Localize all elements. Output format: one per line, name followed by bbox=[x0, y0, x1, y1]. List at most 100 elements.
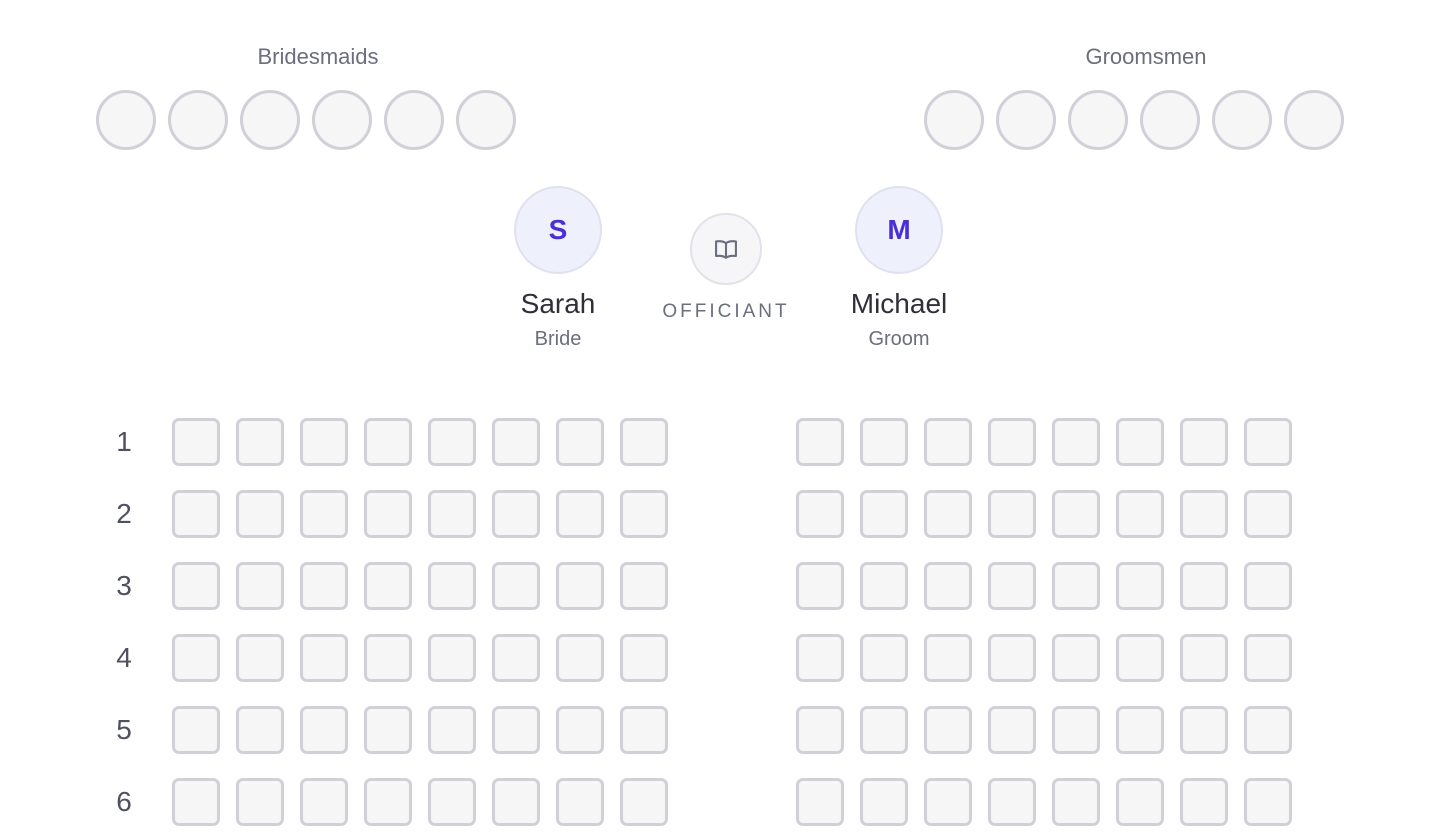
seat[interactable] bbox=[924, 418, 972, 466]
seat[interactable] bbox=[556, 634, 604, 682]
seat[interactable] bbox=[492, 418, 540, 466]
seat[interactable] bbox=[860, 706, 908, 754]
seat[interactable] bbox=[236, 778, 284, 826]
seat[interactable] bbox=[556, 706, 604, 754]
seat[interactable] bbox=[1180, 490, 1228, 538]
seat[interactable] bbox=[796, 418, 844, 466]
seat[interactable] bbox=[172, 778, 220, 826]
bridesmaid-slot[interactable] bbox=[384, 90, 444, 150]
seat[interactable] bbox=[988, 778, 1036, 826]
groomsman-slot[interactable] bbox=[924, 90, 984, 150]
seat[interactable] bbox=[556, 418, 604, 466]
seat[interactable] bbox=[364, 490, 412, 538]
seat[interactable] bbox=[364, 778, 412, 826]
seat[interactable] bbox=[988, 490, 1036, 538]
bridesmaid-slot[interactable] bbox=[312, 90, 372, 150]
seat[interactable] bbox=[1052, 706, 1100, 754]
seat[interactable] bbox=[924, 778, 972, 826]
seat[interactable] bbox=[1180, 418, 1228, 466]
seat[interactable] bbox=[556, 562, 604, 610]
seat[interactable] bbox=[620, 562, 668, 610]
seat[interactable] bbox=[924, 706, 972, 754]
seat[interactable] bbox=[428, 778, 476, 826]
seat[interactable] bbox=[364, 706, 412, 754]
seat[interactable] bbox=[1116, 418, 1164, 466]
bride-avatar[interactable]: S bbox=[514, 186, 602, 274]
seat[interactable] bbox=[428, 562, 476, 610]
seat[interactable] bbox=[428, 418, 476, 466]
seat[interactable] bbox=[492, 706, 540, 754]
seat[interactable] bbox=[492, 490, 540, 538]
seat[interactable] bbox=[300, 418, 348, 466]
seat[interactable] bbox=[924, 490, 972, 538]
groomsman-slot[interactable] bbox=[1140, 90, 1200, 150]
seat[interactable] bbox=[1244, 634, 1292, 682]
seat[interactable] bbox=[236, 706, 284, 754]
seat[interactable] bbox=[1244, 490, 1292, 538]
bridesmaid-slot[interactable] bbox=[456, 90, 516, 150]
seat[interactable] bbox=[860, 418, 908, 466]
seat[interactable] bbox=[1116, 490, 1164, 538]
seat[interactable] bbox=[796, 490, 844, 538]
seat[interactable] bbox=[1052, 490, 1100, 538]
seat[interactable] bbox=[1244, 778, 1292, 826]
seat[interactable] bbox=[1180, 706, 1228, 754]
seat[interactable] bbox=[620, 490, 668, 538]
seat[interactable] bbox=[492, 634, 540, 682]
seat[interactable] bbox=[236, 418, 284, 466]
seat[interactable] bbox=[172, 634, 220, 682]
seat[interactable] bbox=[172, 418, 220, 466]
seat[interactable] bbox=[860, 562, 908, 610]
seat[interactable] bbox=[1116, 634, 1164, 682]
seat[interactable] bbox=[236, 634, 284, 682]
seat[interactable] bbox=[428, 634, 476, 682]
seat[interactable] bbox=[364, 562, 412, 610]
seat[interactable] bbox=[300, 778, 348, 826]
seat[interactable] bbox=[860, 778, 908, 826]
seat[interactable] bbox=[1244, 418, 1292, 466]
seat[interactable] bbox=[364, 634, 412, 682]
groomsman-slot[interactable] bbox=[1068, 90, 1128, 150]
seat[interactable] bbox=[556, 778, 604, 826]
seat[interactable] bbox=[492, 562, 540, 610]
seat[interactable] bbox=[620, 706, 668, 754]
seat[interactable] bbox=[1116, 562, 1164, 610]
seat[interactable] bbox=[1180, 778, 1228, 826]
seat[interactable] bbox=[1052, 634, 1100, 682]
seat[interactable] bbox=[428, 490, 476, 538]
seat[interactable] bbox=[1052, 418, 1100, 466]
seat[interactable] bbox=[924, 634, 972, 682]
seat[interactable] bbox=[620, 418, 668, 466]
seat[interactable] bbox=[492, 778, 540, 826]
seat[interactable] bbox=[172, 706, 220, 754]
seat[interactable] bbox=[796, 778, 844, 826]
seat[interactable] bbox=[1244, 562, 1292, 610]
seat[interactable] bbox=[796, 562, 844, 610]
seat[interactable] bbox=[300, 562, 348, 610]
seat[interactable] bbox=[620, 778, 668, 826]
bridesmaid-slot[interactable] bbox=[240, 90, 300, 150]
seat[interactable] bbox=[300, 634, 348, 682]
seat[interactable] bbox=[1180, 634, 1228, 682]
seat[interactable] bbox=[1180, 562, 1228, 610]
officiant-avatar[interactable] bbox=[690, 213, 762, 285]
seat[interactable] bbox=[796, 634, 844, 682]
seat[interactable] bbox=[364, 418, 412, 466]
seat[interactable] bbox=[988, 562, 1036, 610]
groomsman-slot[interactable] bbox=[1212, 90, 1272, 150]
seat[interactable] bbox=[1052, 778, 1100, 826]
seat[interactable] bbox=[988, 706, 1036, 754]
seat[interactable] bbox=[860, 490, 908, 538]
seat[interactable] bbox=[620, 634, 668, 682]
seat[interactable] bbox=[236, 562, 284, 610]
bridesmaid-slot[interactable] bbox=[96, 90, 156, 150]
seat[interactable] bbox=[556, 490, 604, 538]
seat[interactable] bbox=[428, 706, 476, 754]
seat[interactable] bbox=[300, 706, 348, 754]
bridesmaid-slot[interactable] bbox=[168, 90, 228, 150]
seat[interactable] bbox=[172, 562, 220, 610]
groomsman-slot[interactable] bbox=[996, 90, 1056, 150]
seat[interactable] bbox=[300, 490, 348, 538]
seat[interactable] bbox=[172, 490, 220, 538]
seat[interactable] bbox=[988, 634, 1036, 682]
